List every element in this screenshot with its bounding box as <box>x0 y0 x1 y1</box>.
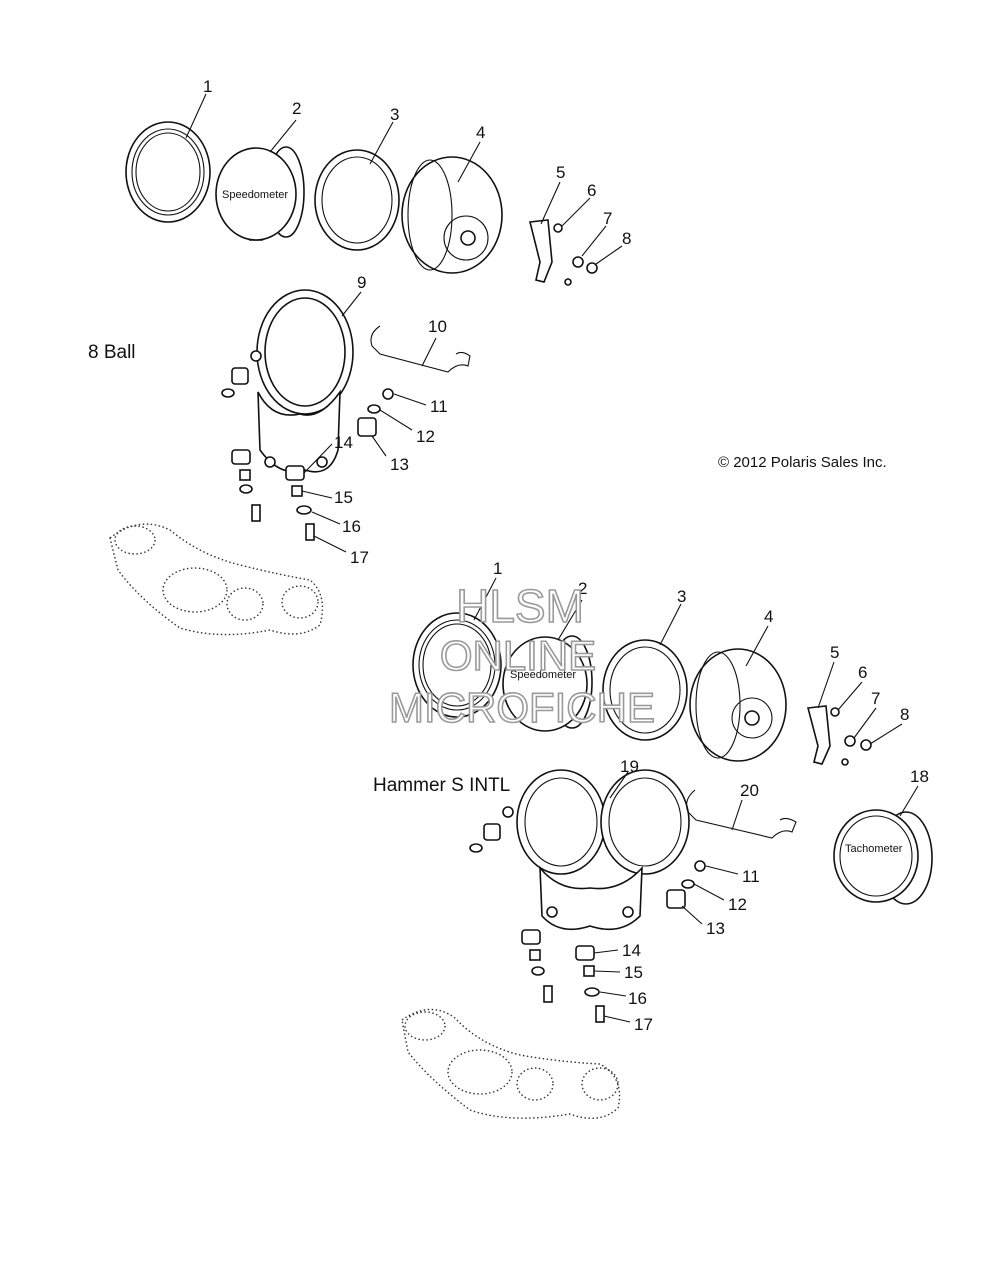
grommet-part <box>575 945 595 961</box>
callout-18: 18 <box>910 767 929 786</box>
bezel-ring-part <box>412 612 502 718</box>
callout-20: 20 <box>740 781 759 800</box>
dual-mount-bracket-part <box>516 769 690 931</box>
bracket-part <box>806 705 831 765</box>
callout-16: 16 <box>342 517 361 536</box>
triple-clamp-part <box>109 523 324 636</box>
callout-12: 12 <box>728 895 747 914</box>
screw-part <box>564 278 572 286</box>
speedometer-label: Speedometer <box>222 189 288 201</box>
callout-15: 15 <box>624 963 643 982</box>
callout-17: 17 <box>350 548 369 567</box>
washer-part <box>681 879 695 889</box>
watermark-line-1: HLSM <box>456 580 584 632</box>
callout-3: 3 <box>677 587 686 606</box>
callout-15: 15 <box>334 488 353 507</box>
wire-clip-part <box>370 325 471 373</box>
triple-clamp-part <box>401 1008 621 1120</box>
bolt-part <box>543 985 553 1003</box>
grommet-part <box>521 929 541 945</box>
section-hammer-s-intl: Speedometer <box>373 559 933 1120</box>
screw-part <box>382 388 394 400</box>
section-8-ball: Speedometer <box>88 77 631 636</box>
gasket-ring-part <box>602 639 688 741</box>
watermark: HLSM ONLINE MICROFICHE <box>388 579 656 732</box>
callout-1: 1 <box>493 559 502 578</box>
callout-8: 8 <box>622 229 631 248</box>
grommet-part <box>285 465 305 481</box>
callout-4: 4 <box>476 123 485 142</box>
gasket-ring-part <box>314 149 400 251</box>
callout-7: 7 <box>871 689 880 708</box>
washer-part <box>584 987 600 997</box>
callout-13: 13 <box>390 455 409 474</box>
section-label-8-ball: 8 Ball <box>88 342 136 363</box>
callout-19: 19 <box>620 757 639 776</box>
nut-part <box>860 739 872 751</box>
wire-clip-part <box>686 789 797 839</box>
spacer-part <box>239 469 251 481</box>
callout-1: 1 <box>203 77 212 96</box>
callout-7: 7 <box>603 209 612 228</box>
callout-5: 5 <box>830 643 839 662</box>
spacer-part <box>529 949 541 961</box>
screw-part <box>694 860 706 872</box>
gauge-housing-part <box>401 156 503 274</box>
callout-6: 6 <box>587 181 596 200</box>
callout-2: 2 <box>578 579 587 598</box>
watermark-line-2: ONLINE <box>440 632 596 679</box>
callout-17: 17 <box>634 1015 653 1034</box>
grommet-part <box>231 449 251 465</box>
callout-6: 6 <box>858 663 867 682</box>
callout-10: 10 <box>428 317 447 336</box>
nut-part <box>586 262 598 274</box>
washer-part <box>296 505 312 515</box>
speedometer-label: Speedometer <box>510 669 576 681</box>
grommet-part <box>469 806 514 853</box>
bezel-ring-part <box>125 121 211 223</box>
callout-16: 16 <box>628 989 647 1008</box>
callout-8: 8 <box>900 705 909 724</box>
speedometer-part: Speedometer <box>215 146 305 241</box>
gauge-housing-part <box>689 648 787 762</box>
screw-part <box>830 707 840 717</box>
section-label-hammer-s-intl: Hammer S INTL <box>373 775 510 796</box>
callout-13: 13 <box>706 919 725 938</box>
washer-part <box>239 484 253 494</box>
bolt-part <box>251 504 261 522</box>
screw-part <box>841 758 849 766</box>
callout-14: 14 <box>334 433 353 452</box>
washer-part <box>367 404 381 414</box>
callout-4: 4 <box>764 607 773 626</box>
callout-11: 11 <box>742 867 760 886</box>
callout-11: 11 <box>430 397 448 416</box>
copyright-text: © 2012 Polaris Sales Inc. <box>718 454 887 471</box>
callout-3: 3 <box>390 105 399 124</box>
callout-5: 5 <box>556 163 565 182</box>
callout-2: 2 <box>292 99 301 118</box>
callout-12: 12 <box>416 427 435 446</box>
grommet-part <box>666 889 686 909</box>
grommet-part <box>221 350 262 398</box>
speedometer-part: Speedometer <box>502 635 593 732</box>
spacer-part <box>583 965 595 977</box>
bolt-part <box>305 523 315 541</box>
tachometer-part: Tachometer <box>833 809 933 905</box>
watermark-line-3: MICROFICHE <box>389 684 655 731</box>
callout-14: 14 <box>622 941 641 960</box>
washer-part <box>531 966 545 976</box>
bolt-part <box>595 1005 605 1023</box>
spacer-part <box>291 485 303 497</box>
bracket-part <box>529 219 553 283</box>
screw-part <box>553 223 563 233</box>
tachometer-label: Tachometer <box>845 843 903 855</box>
callout-9: 9 <box>357 273 366 292</box>
washer-part <box>844 735 856 747</box>
grommet-part <box>357 417 377 437</box>
washer-part <box>572 256 584 268</box>
